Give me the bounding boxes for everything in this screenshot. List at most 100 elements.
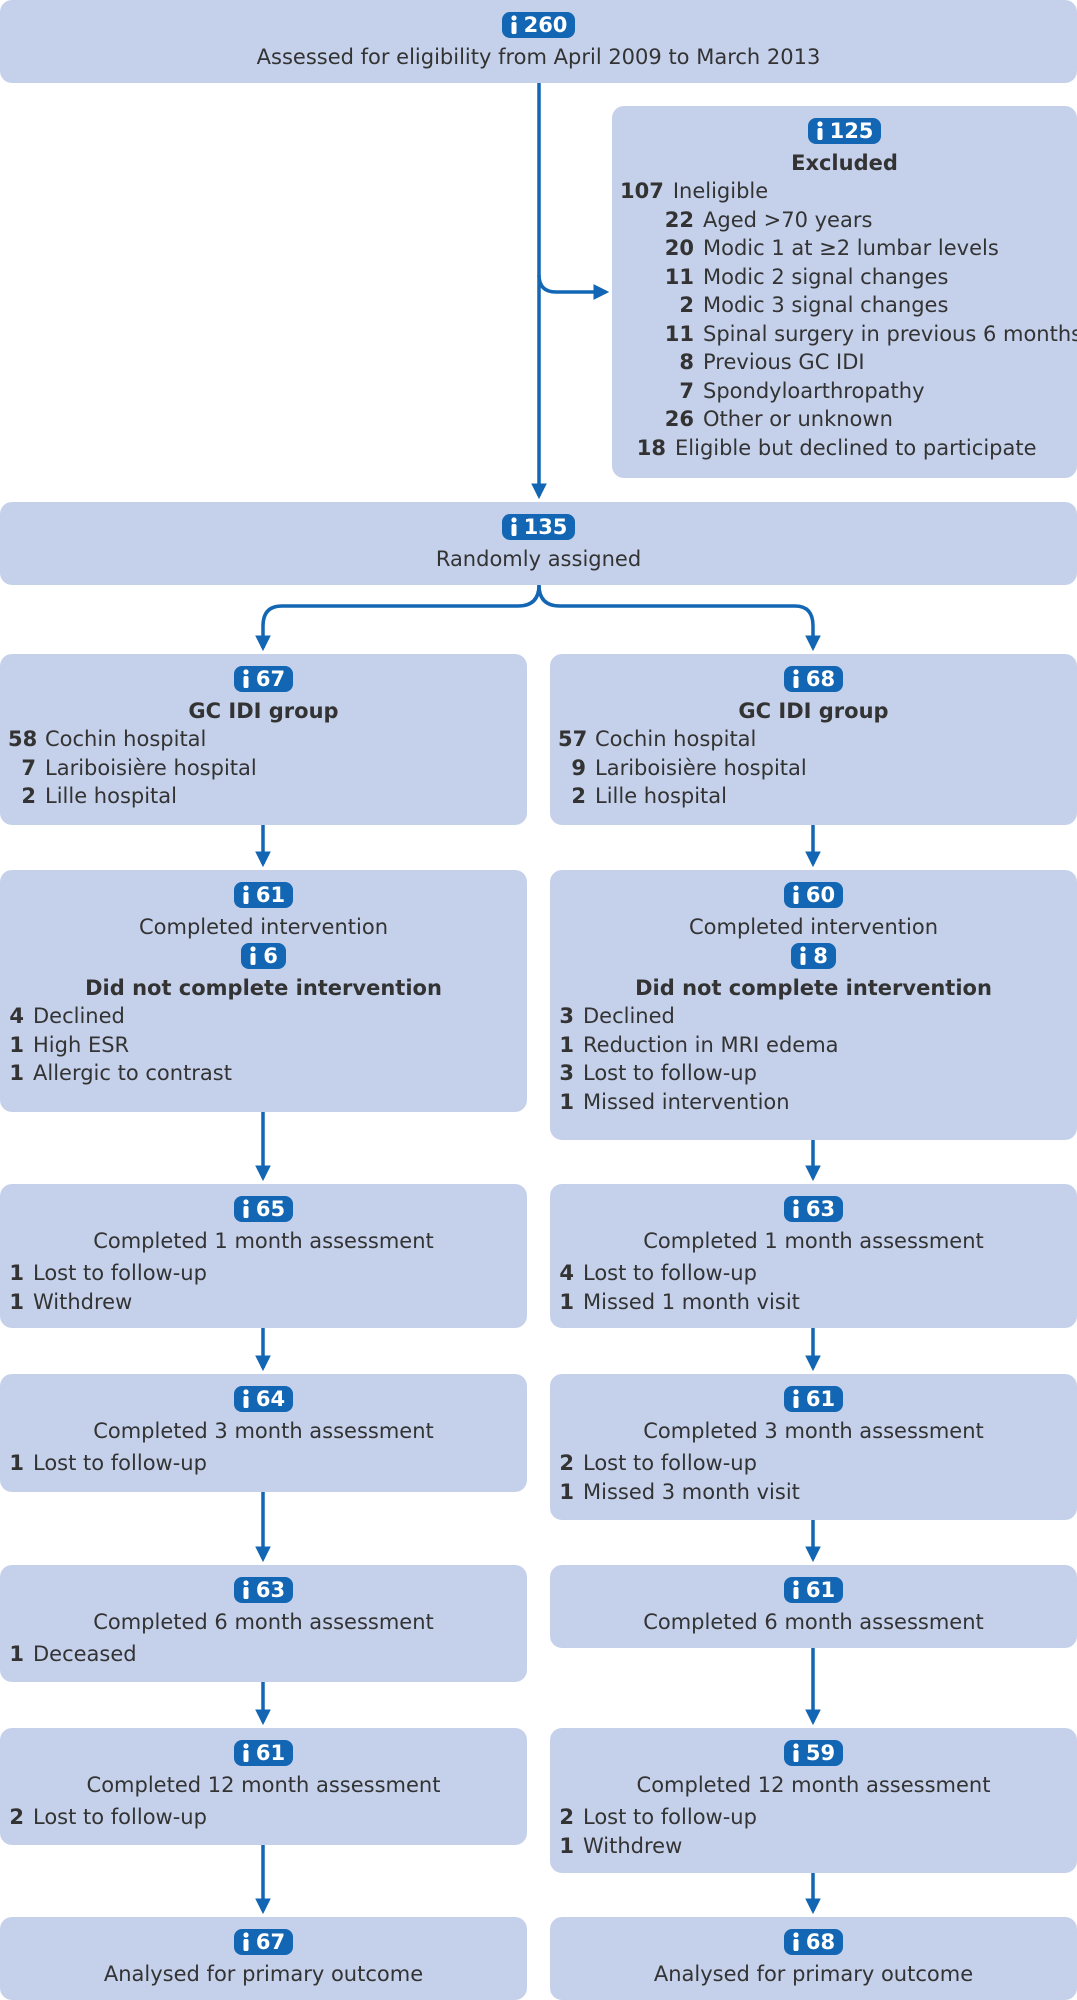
analysed-label: Analysed for primary outcome	[653, 1961, 974, 1986]
assessment-label: Completed 3 month assessment	[93, 1418, 434, 1443]
count-badge: 135	[501, 514, 576, 540]
right-6month-box: 61 Completed 6 month assessment	[550, 1565, 1077, 1648]
person-icon	[243, 1932, 249, 1951]
person-icon	[793, 669, 799, 688]
person-icon	[510, 517, 517, 536]
right-intervention-box: 60 Completed intervention 8 Did not comp…	[550, 870, 1077, 1140]
person-icon	[793, 1199, 799, 1218]
person-icon	[250, 946, 256, 965]
count-badge: 260	[501, 12, 576, 38]
count-badge: 67	[233, 1929, 294, 1955]
count-badge: 61	[233, 882, 294, 908]
group-title: GC IDI group	[188, 698, 339, 723]
person-icon	[243, 1743, 249, 1762]
count-badge: 68	[783, 1929, 844, 1955]
assessment-label: Completed 12 month assessment	[86, 1772, 441, 1797]
assessment-label: Completed 1 month assessment	[643, 1228, 984, 1253]
randomized-label: Randomly assigned	[435, 546, 642, 571]
excluded-title: Excluded	[791, 150, 898, 175]
assessment-label: Completed 6 month assessment	[643, 1609, 984, 1634]
assessment-label: Completed 12 month assessment	[636, 1772, 991, 1797]
count-badge: 61	[783, 1577, 844, 1603]
left-intervention-box: 61 Completed intervention 6 Did not comp…	[0, 870, 527, 1112]
count-badge: 67	[233, 666, 294, 692]
count-badge: 125	[807, 118, 882, 144]
count-badge: 68	[783, 666, 844, 692]
randomized-box: 135 Randomly assigned	[0, 502, 1077, 585]
completed-label: Completed intervention	[138, 914, 389, 939]
person-icon	[510, 15, 517, 34]
assessment-label: Completed 3 month assessment	[643, 1418, 984, 1443]
group-title: GC IDI group	[738, 698, 889, 723]
not-completed-title: Did not complete intervention	[85, 975, 442, 1000]
count-badge: 61	[233, 1740, 294, 1766]
person-icon	[800, 946, 806, 965]
person-icon	[243, 885, 249, 904]
person-icon	[793, 1389, 799, 1408]
person-icon	[243, 1199, 249, 1218]
count-badge: 61	[783, 1386, 844, 1412]
count-badge: 8	[791, 943, 836, 969]
count-badge: 6	[241, 943, 286, 969]
assessment-label: Completed 6 month assessment	[93, 1609, 434, 1634]
split-line	[255, 584, 541, 652]
person-icon	[793, 885, 799, 904]
assessed-box: 260 Assessed for eligibility from April …	[0, 0, 1077, 83]
assessment-label: Completed 1 month assessment	[93, 1228, 434, 1253]
count-badge: 65	[233, 1196, 294, 1222]
person-icon	[243, 1580, 249, 1599]
person-icon	[793, 1932, 799, 1951]
left-analysed-box: 67 Analysed for primary outcome	[0, 1917, 527, 2000]
analysed-label: Analysed for primary outcome	[103, 1961, 424, 1986]
right-analysed-box: 68 Analysed for primary outcome	[550, 1917, 1077, 2000]
assessed-label: Assessed for eligibility from April 2009…	[256, 44, 821, 69]
count-badge: 59	[783, 1740, 844, 1766]
person-icon	[243, 669, 249, 688]
count-badge: 60	[783, 882, 844, 908]
completed-label: Completed intervention	[688, 914, 939, 939]
count-badge: 63	[233, 1577, 294, 1603]
person-icon	[243, 1389, 249, 1408]
